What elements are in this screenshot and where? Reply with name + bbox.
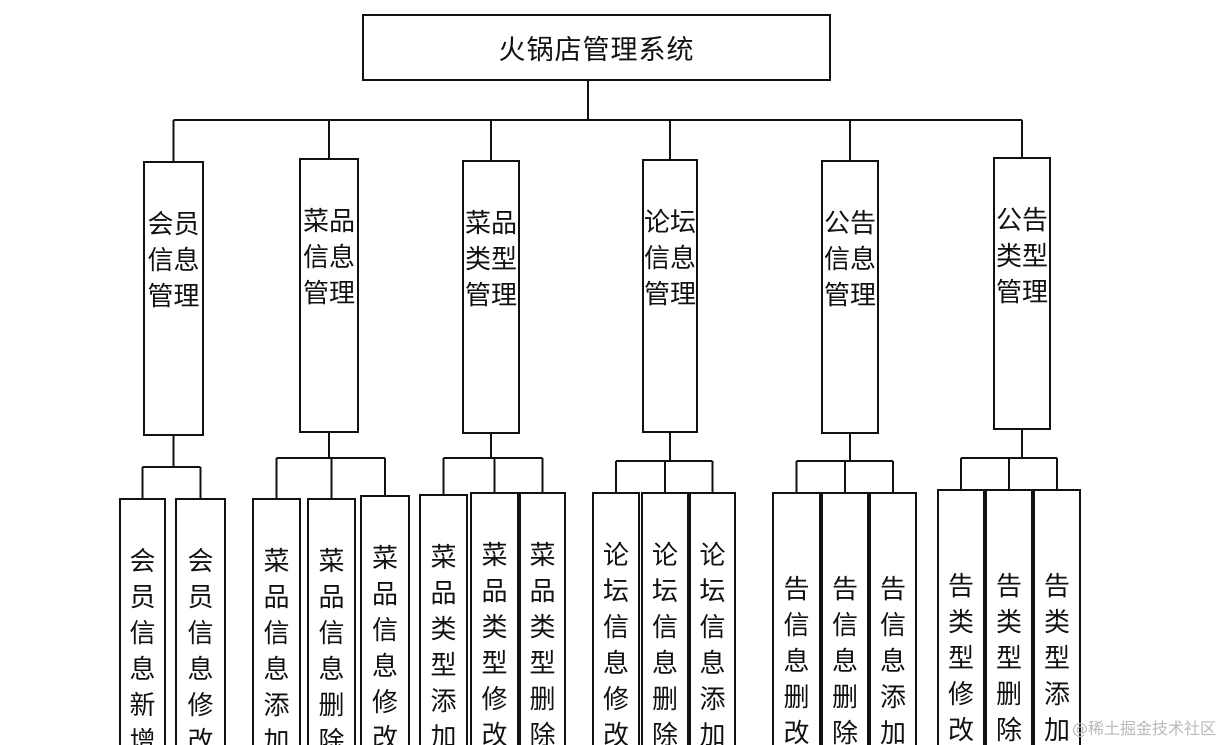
leaf-3-1: 论坛信息删除 (641, 492, 689, 745)
leaf-1-1: 菜品信息删除 (307, 498, 356, 745)
leaf-1-2: 菜品信息修改 (360, 495, 410, 745)
leaf-4-0: 告信息删改 (772, 492, 821, 745)
leaf-2-1: 菜品类型修改 (470, 492, 519, 745)
leaf-5-1: 告类型删除 (985, 489, 1033, 745)
leaf-2-1-label: 菜品类型修改 (481, 541, 508, 745)
leaf-4-2: 告信息添加 (869, 492, 917, 745)
watermark: @稀土掘金技术社区 (1071, 719, 1216, 738)
module-1-label: 菜品信息管理 (302, 207, 355, 309)
module-5-label: 公告类型管理 (995, 206, 1048, 308)
leaf-1-1-label: 菜品信息删除 (318, 547, 345, 745)
leaf-5-2-label: 告类型添加 (1043, 572, 1070, 745)
leaf-1-0: 菜品信息添加 (252, 498, 301, 745)
module-2: 菜品类型管理 (462, 160, 520, 434)
leaf-4-1-label: 告信息删除 (831, 575, 858, 745)
module-3-label: 论坛信息管理 (644, 208, 697, 310)
leaf-4-0-label: 告信息删改 (783, 575, 810, 745)
leaf-2-0-label: 菜品类型添加 (430, 543, 457, 745)
leaf-3-1-label: 论坛信息删除 (651, 541, 678, 745)
root-node: 火锅店管理系统 (362, 14, 831, 81)
leaf-3-0-label: 论坛信息修改 (602, 541, 629, 745)
module-2-label: 菜品类型管理 (464, 209, 517, 311)
leaf-3-2-label: 论坛信息添加 (699, 541, 726, 745)
leaf-5-2: 告类型添加 (1033, 489, 1081, 745)
module-0-label: 会员信息管理 (147, 210, 200, 312)
module-4: 公告信息管理 (821, 160, 879, 434)
leaf-2-0: 菜品类型添加 (419, 494, 468, 745)
leaf-5-0-label: 告类型修改 (947, 572, 974, 745)
module-4-label: 公告信息管理 (823, 209, 876, 311)
leaf-0-1: 会员信息修改 (175, 498, 226, 745)
leaf-5-0: 告类型修改 (937, 489, 985, 745)
module-3: 论坛信息管理 (642, 159, 698, 433)
leaf-5-1-label: 告类型删除 (995, 572, 1022, 745)
leaf-1-2-label: 菜品信息修改 (371, 544, 398, 745)
leaf-0-0-label: 会员信息新增 (129, 547, 156, 745)
leaf-3-2: 论坛信息添加 (689, 492, 736, 745)
leaf-4-1: 告信息删除 (821, 492, 869, 745)
module-1: 菜品信息管理 (299, 158, 359, 433)
leaf-3-0: 论坛信息修改 (592, 492, 640, 745)
module-5: 公告类型管理 (993, 157, 1051, 430)
module-0: 会员信息管理 (143, 161, 204, 436)
leaf-0-1-label: 会员信息修改 (187, 547, 214, 745)
leaf-4-2-label: 告信息添加 (879, 575, 906, 745)
leaf-2-2-label: 菜品类型删除 (529, 541, 556, 745)
root-label: 火锅店管理系统 (498, 35, 695, 66)
leaf-2-2: 菜品类型删除 (519, 492, 566, 745)
leaf-1-0-label: 菜品信息添加 (263, 547, 290, 745)
leaf-0-0: 会员信息新增 (119, 498, 166, 745)
